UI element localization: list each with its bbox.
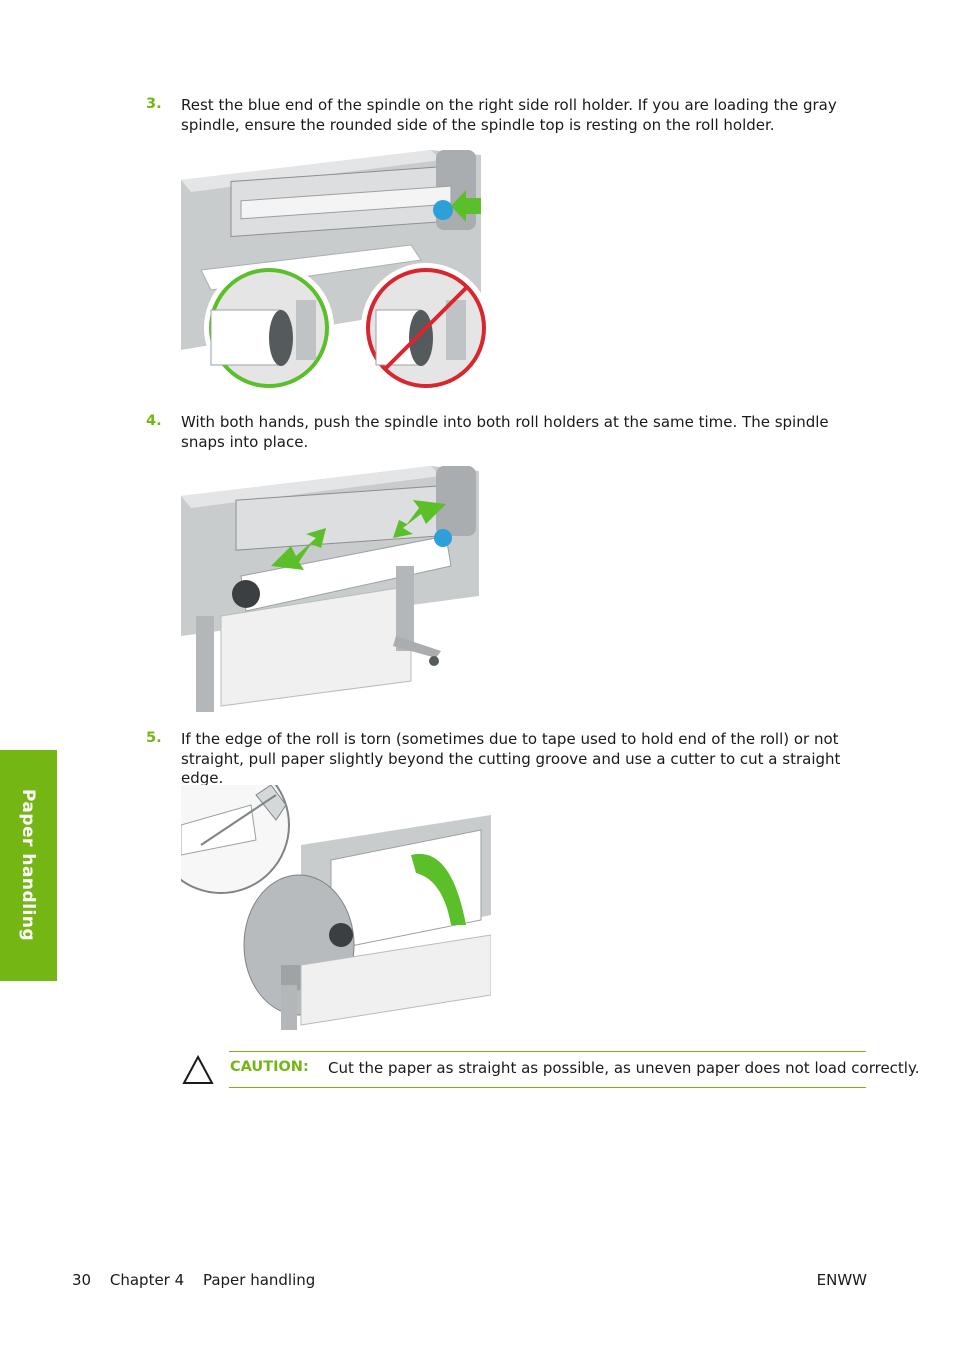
caution-label: CAUTION:	[230, 1059, 309, 1075]
step-number: 4.	[146, 413, 162, 429]
page-number: 30	[72, 1271, 92, 1289]
figure-spindle-both-holders	[181, 466, 481, 712]
caution-triangle-icon	[182, 1055, 214, 1084]
printer-illustration	[181, 785, 491, 1030]
footer-right: ENWW	[816, 1271, 867, 1289]
printer-illustration	[181, 150, 491, 393]
figure-spindle-right-holder	[181, 150, 491, 396]
step-number: 3.	[146, 96, 162, 112]
caution-note: CAUTION: Cut the paper as straight as po…	[229, 1051, 919, 1088]
footer-section: Paper handling	[202, 1271, 316, 1289]
figure-cut-paper-edge	[181, 785, 491, 1030]
step-text: With both hands, push the spindle into b…	[181, 413, 829, 451]
caution-text: Cut the paper as straight as possible, a…	[328, 1059, 920, 1077]
printer-illustration	[181, 466, 479, 712]
footer-left: 30 Chapter 4 Paper handling	[72, 1271, 329, 1289]
step-text: If the edge of the roll is torn (sometim…	[181, 730, 841, 787]
chapter-side-tab-label: Paper handling	[18, 788, 38, 942]
chapter-side-tab: Paper handling	[0, 750, 57, 981]
footer-chapter: Chapter 4	[109, 1271, 185, 1289]
step-number: 5.	[146, 730, 162, 746]
step-text: Rest the blue end of the spindle on the …	[181, 96, 837, 134]
